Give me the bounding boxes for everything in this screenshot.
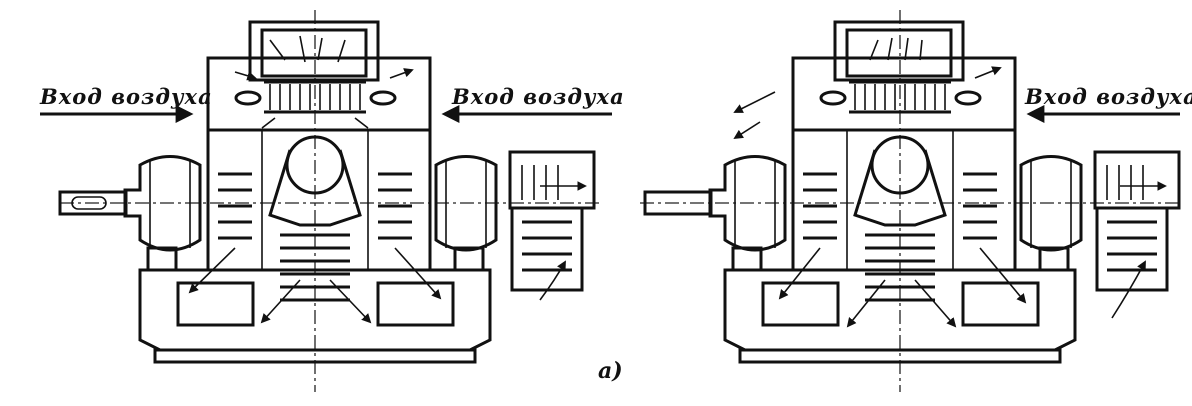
rotor-left: [261, 117, 369, 227]
airflow-arrows-right: [733, 66, 1180, 328]
machine-left: [40, 10, 612, 392]
airflow-arrows-left: [40, 68, 612, 324]
shaft-left: [58, 190, 128, 216]
bearing-left-end: [123, 155, 202, 272]
bearing-right-end-right-machine: [1019, 155, 1083, 272]
machine-right: [640, 10, 1181, 392]
vent-slots-left: [218, 172, 412, 302]
stator-housing-right: [791, 56, 1017, 272]
exciter-box-left: [508, 150, 596, 292]
shaft-right: [643, 190, 713, 216]
vent-slots-right: [803, 172, 997, 302]
air-inlet-label-left-view-left: Вход воздуха: [40, 84, 213, 109]
air-inlet-label-left-view-right: Вход воздуха: [452, 84, 625, 109]
air-inlet-label-right-view: Вход воздуха: [1025, 84, 1192, 109]
top-cooler-right: [819, 20, 982, 114]
base-frame-left: [138, 268, 492, 364]
rotor-right: [853, 135, 947, 227]
figure-label: а): [598, 358, 623, 384]
base-frame-right: [723, 268, 1077, 364]
exciter-box-right: [1093, 150, 1181, 292]
bearing-right-end: [434, 155, 498, 272]
bearing-left-end-right-machine: [708, 155, 787, 272]
top-cooler-left: [234, 20, 397, 114]
